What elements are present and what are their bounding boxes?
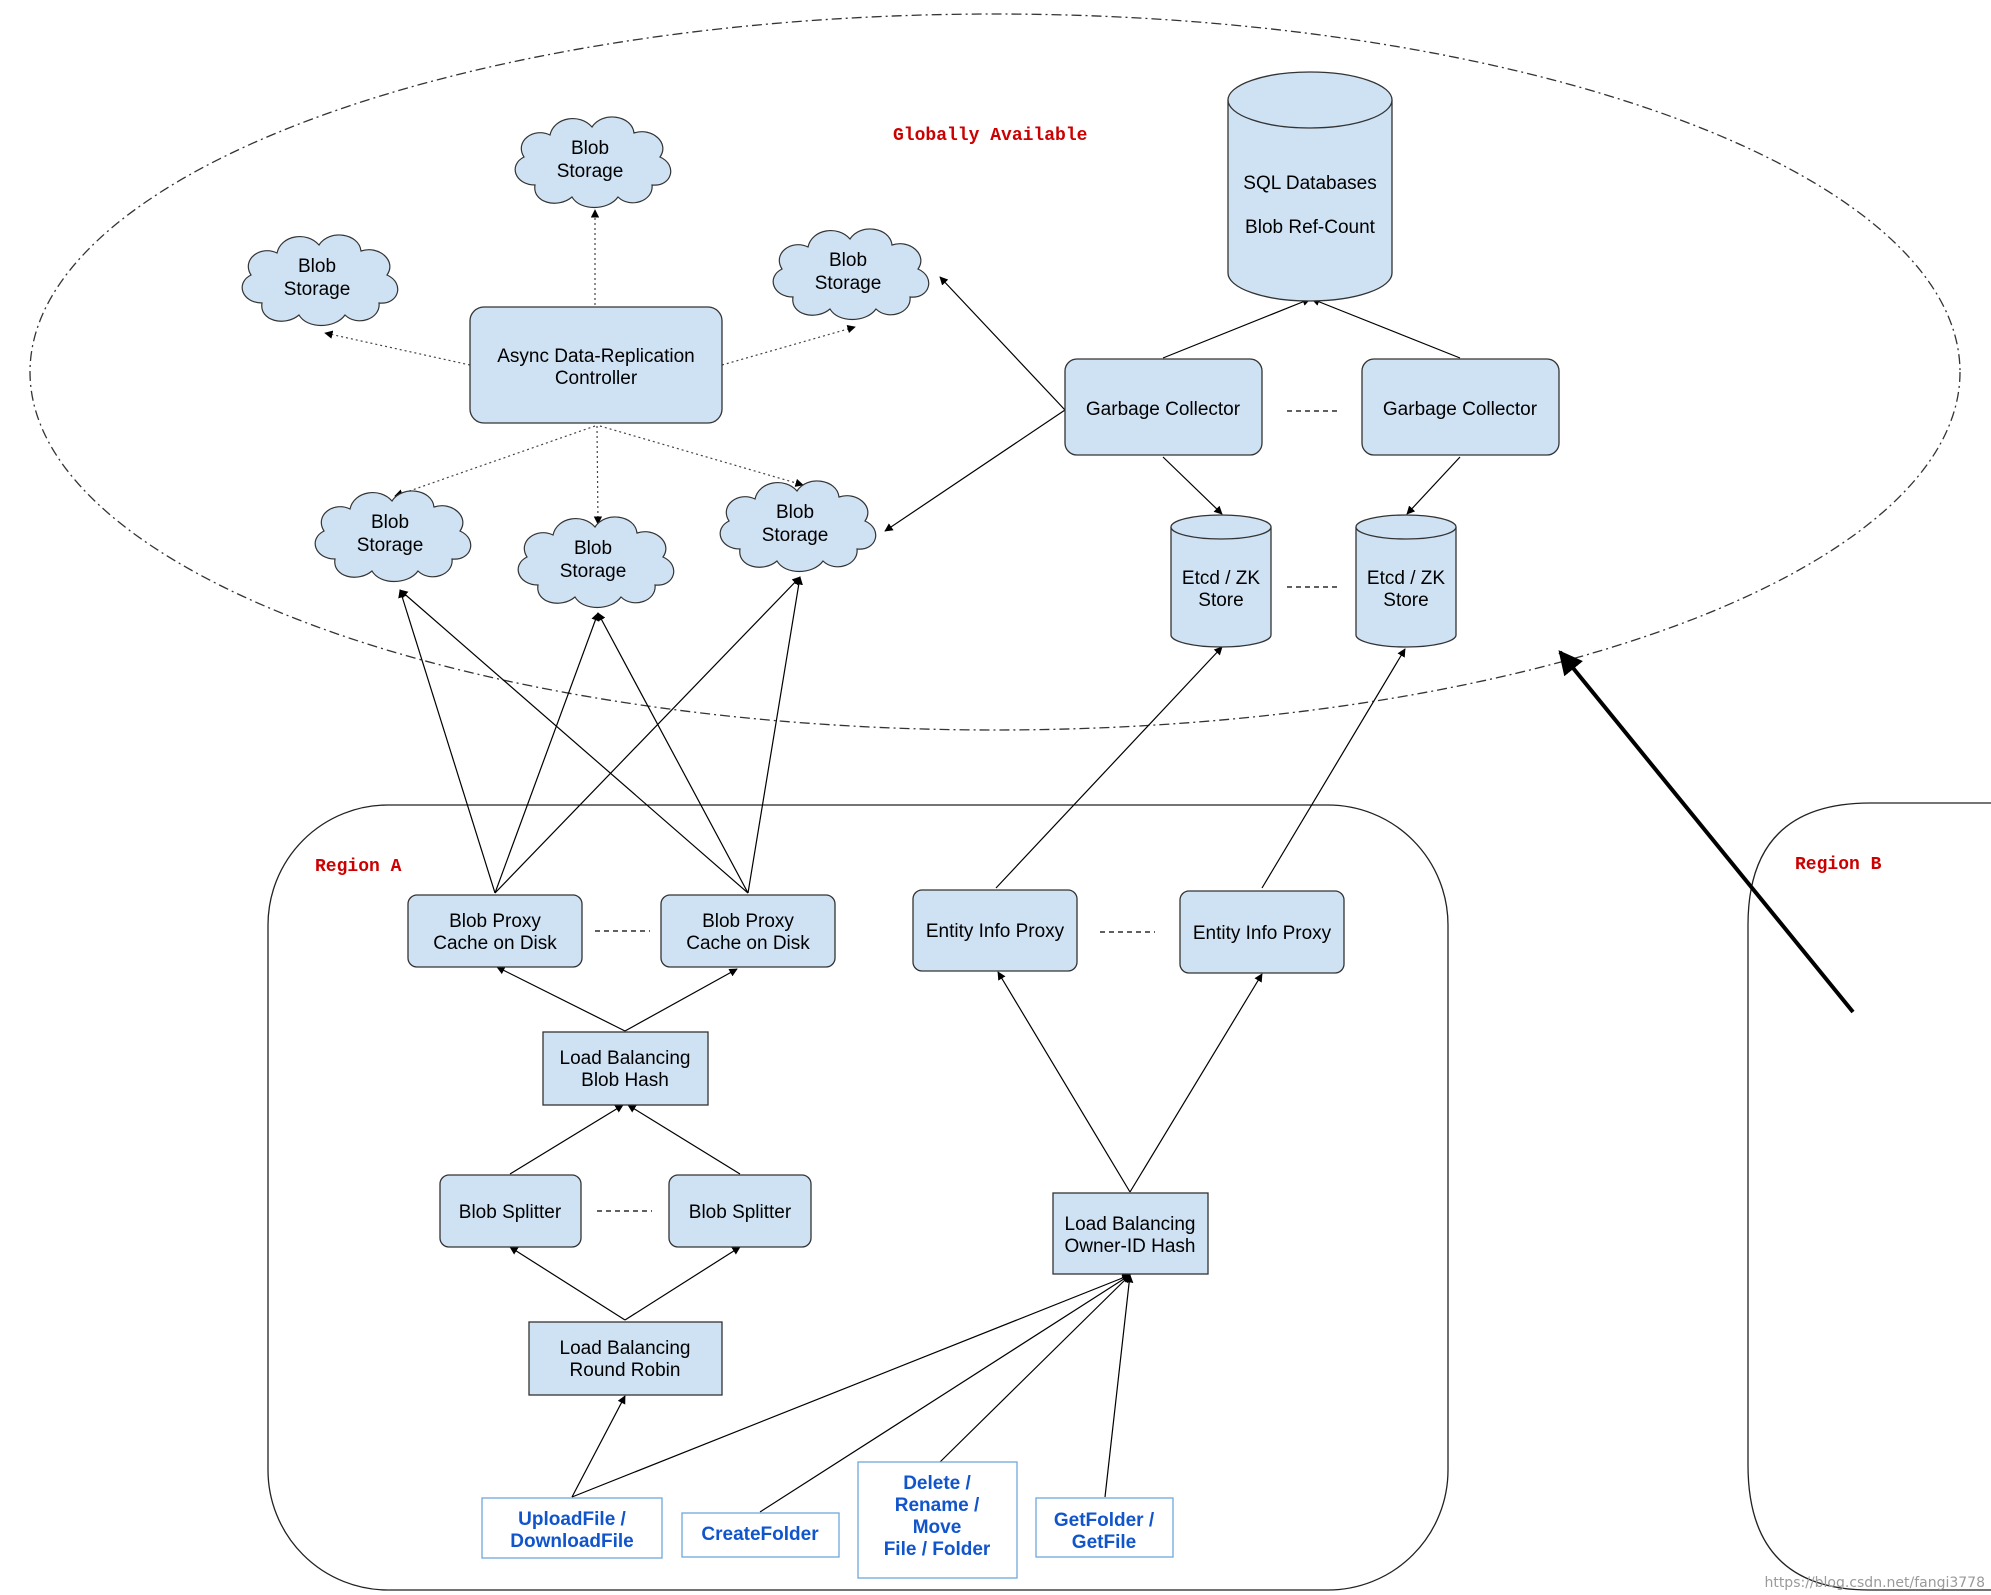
svg-text:Blob Splitter: Blob Splitter [689,1202,792,1223]
svg-text:Blob: Blob [571,138,609,159]
api-upload-download-file: UploadFile / DownloadFile [481,1497,663,1559]
svg-text:Blob: Blob [574,538,612,559]
svg-text:Load Balancing: Load Balancing [560,1338,691,1359]
svg-text:Storage: Storage [815,273,882,294]
svg-text:Storage: Storage [762,525,829,546]
svg-text:Controller: Controller [555,368,638,389]
replication-to-right-blob [721,325,856,366]
blob-proxy: Blob Proxy Cache on Disk [407,894,583,968]
blob-storage-cloud: Blob Storage [772,228,930,321]
svg-text:Garbage Collector: Garbage Collector [1383,399,1538,420]
gc1-to-sql [1162,297,1311,359]
region-a-label: Region A [315,857,402,877]
svg-text:SQL Databases: SQL Databases [1243,173,1376,194]
blob-splitter: Blob Splitter [439,1174,582,1248]
svg-text:Load Balancing: Load Balancing [560,1048,691,1069]
etcd-zk-store: Etcd / ZK Store [1355,514,1457,648]
async-replication-controller: Async Data-Replication Controller [469,306,723,424]
svg-text:Blob Ref-Count: Blob Ref-Count [1245,217,1376,238]
garbage-collector: Garbage Collector [1361,358,1560,456]
svg-text:Load Balancing: Load Balancing [1065,1214,1196,1235]
entity-info-proxy: Entity Info Proxy [912,889,1078,972]
replication-to-blob-a [394,425,596,498]
svg-text:Entity Info Proxy: Entity Info Proxy [1193,923,1332,944]
svg-text:Owner-ID Hash: Owner-ID Hash [1065,1236,1196,1257]
svg-text:Etcd / ZK: Etcd / ZK [1182,568,1260,589]
svg-text:Storage: Storage [357,535,424,556]
replication-to-blob-c [599,425,804,487]
connections [324,209,1461,1513]
svg-text:GetFolder /: GetFolder / [1054,1510,1155,1531]
api-get-folder-file: GetFolder / GetFile [1035,1497,1174,1558]
blob-storage-cloud: Blob Storage [719,480,877,573]
blob-proxy: Blob Proxy Cache on Disk [660,894,836,968]
sql-database-cylinder: SQL Databases Blob Ref-Count [1227,71,1393,302]
globally-available-label: Globally Available [893,126,1087,146]
region-b-label: Region B [1795,855,1882,875]
svg-text:Store: Store [1198,590,1243,611]
blob-storage-cloud: Blob Storage [517,516,675,609]
svg-text:Move: Move [913,1517,962,1538]
svg-text:Etcd / ZK: Etcd / ZK [1367,568,1445,589]
svg-text:Cache on Disk: Cache on Disk [686,933,810,954]
replication-to-blob-b [593,425,603,525]
garbage-collector: Garbage Collector [1064,358,1263,456]
blob-storage-cloud: Blob Storage [241,234,399,327]
gc-to-right-blob [939,276,1066,411]
svg-text:Storage: Storage [560,561,627,582]
blob-splitter: Blob Splitter [668,1174,812,1248]
region-a-zone [267,804,1449,1591]
api-delete-rename-move: Delete / Rename / Move File / Folder [857,1461,1018,1579]
gc2-to-sql [1311,297,1461,359]
replication-to-left-blob [324,330,471,366]
svg-text:Blob: Blob [829,250,867,271]
svg-text:Delete /: Delete / [903,1473,971,1494]
svg-text:Blob Splitter: Blob Splitter [459,1202,562,1223]
svg-text:Store: Store [1383,590,1428,611]
blob-storage-cloud: Blob Storage [314,490,472,583]
gc1-to-etcd1 [1162,456,1223,515]
region-b-to-global-arrow [1558,650,1855,1014]
load-balancing-round-robin: Load Balancing Round Robin [528,1321,723,1396]
svg-text:Round Robin: Round Robin [570,1360,681,1381]
svg-text:Blob Proxy: Blob Proxy [449,911,541,932]
svg-text:Storage: Storage [284,279,351,300]
svg-text:UploadFile /: UploadFile / [518,1509,626,1530]
svg-text:DownloadFile: DownloadFile [510,1531,634,1552]
watermark: https://blog.csdn.net/fangi3778 [1764,1575,1985,1591]
svg-text:Entity Info Proxy: Entity Info Proxy [926,921,1065,942]
gc2-to-etcd2 [1406,456,1461,515]
gc-to-blob-c [884,409,1066,532]
blob-storage-cloud: Blob Storage [514,116,672,209]
etcd-zk-store: Etcd / ZK Store [1170,514,1272,648]
region-b-zone [1747,802,1991,1591]
svg-text:Garbage Collector: Garbage Collector [1086,399,1241,420]
svg-text:Rename /: Rename / [895,1495,980,1516]
load-balancing-owner-id-hash: Load Balancing Owner-ID Hash [1052,1192,1209,1275]
svg-text:Blob: Blob [776,502,814,523]
svg-text:GetFile: GetFile [1072,1532,1136,1553]
svg-text:Storage: Storage [557,161,624,182]
globally-available-zone [29,13,1961,731]
svg-text:Blob: Blob [371,512,409,533]
svg-text:File / Folder: File / Folder [884,1539,991,1560]
svg-text:Async Data-Replication: Async Data-Replication [497,346,694,367]
entity-info-proxy: Entity Info Proxy [1179,890,1345,974]
svg-text:Blob Hash: Blob Hash [581,1070,669,1091]
svg-text:Cache on Disk: Cache on Disk [433,933,557,954]
svg-text:CreateFolder: CreateFolder [701,1524,819,1545]
load-balancing-blob-hash: Load Balancing Blob Hash [542,1031,709,1106]
svg-text:Blob Proxy: Blob Proxy [702,911,794,932]
api-create-folder: CreateFolder [681,1512,840,1558]
svg-text:Blob: Blob [298,256,336,277]
